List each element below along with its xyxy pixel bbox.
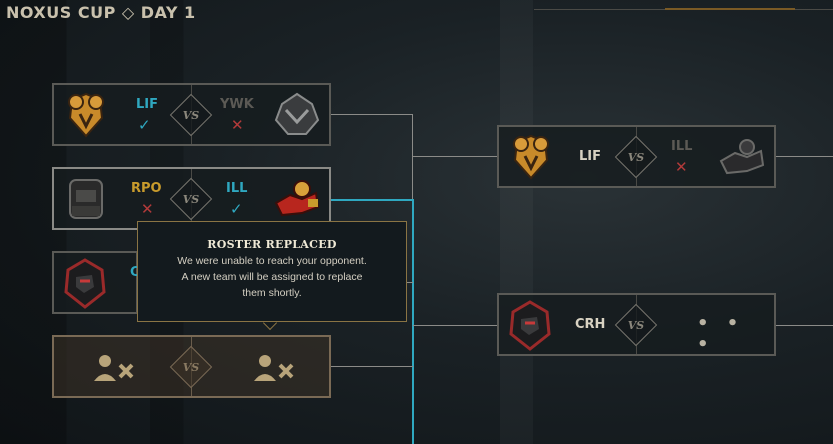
ill-logo [274,180,320,217]
page-title: NOXUS CUP ◇ DAY 1 [6,3,196,22]
loss-icon: ✕ [231,116,244,134]
match-card[interactable]: RPO ✕ VS ILL ✓ [52,167,331,230]
tooltip-title: ROSTER REPLACED [207,238,337,251]
loss-icon: ✕ [141,200,154,218]
loss-icon: ✕ [675,158,688,176]
roster-removed-icon [94,355,134,381]
bracket-line [412,114,413,200]
rpo-logo [69,179,103,219]
bracket-line [775,325,833,326]
tooltip-line: them shortly. [242,287,302,299]
vs-label: VS [182,361,200,374]
match-card[interactable]: LIF ✓ VS YWK ✕ [52,83,331,146]
team-tag: RPO [131,181,162,196]
win-icon: ✓ [138,116,151,134]
team-tag: ILL [671,139,693,154]
top-rule-accent [665,8,795,10]
bracket-line-active [331,199,414,201]
team-tag: LIF [579,149,602,164]
bracket-line [412,156,497,157]
bracket-line [406,282,413,283]
bracket-line [775,156,833,157]
lif-logo [513,134,549,180]
vs-label: VS [627,319,645,332]
roster-removed-icon [254,355,294,381]
bracket-line [331,114,413,115]
team-tag: CRH [575,317,606,332]
pending-opponent: • • • [697,313,745,355]
tooltip-line: We were unable to reach your opponent. [177,255,367,267]
match-card[interactable]: CRH VS • • • [497,293,776,356]
match-card[interactable]: LIF VS ILL ✕ [497,125,776,188]
team-tag: YWK [220,97,254,112]
match-card[interactable]: VS [52,335,331,398]
team-tag: LIF [136,97,159,112]
roster-replaced-tooltip: ROSTER REPLACED We were unable to reach … [137,221,407,322]
vs-label: VS [182,109,200,122]
bracket-line [331,366,413,367]
bracket-line-active [412,199,414,444]
team-tag: ILL [226,181,248,196]
match-card[interactable]: C [52,251,140,314]
team-tag: C [130,265,140,280]
bracket-line [413,325,497,326]
vs-label: VS [627,151,645,164]
crh-logo [64,258,106,309]
ill-logo [719,139,765,175]
crh-logo [509,300,551,351]
lif-logo [68,92,104,138]
win-icon: ✓ [230,200,243,218]
vs-label: VS [182,193,200,206]
tooltip-line: A new team will be assigned to replace [181,271,363,283]
ywk-logo [274,92,320,135]
